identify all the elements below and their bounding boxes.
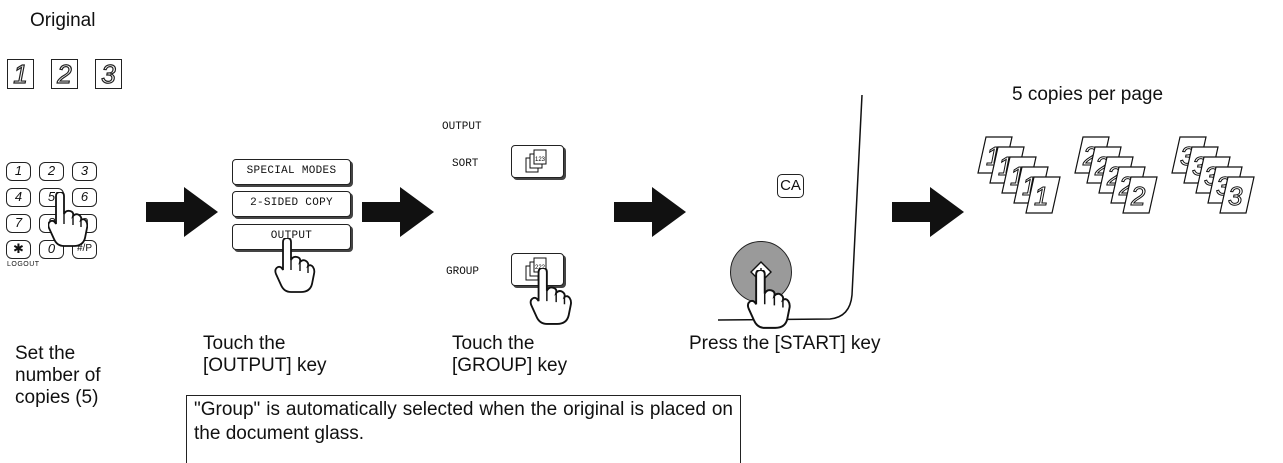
- clear-all-key[interactable]: CA: [777, 174, 804, 198]
- sort-icon: 123: [525, 149, 547, 173]
- copy-sheet: 3: [1219, 176, 1255, 214]
- special-modes-key[interactable]: SPECIAL MODES: [232, 159, 351, 185]
- copy-sheet: 1: [1025, 176, 1061, 214]
- key-1[interactable]: 1: [6, 162, 31, 181]
- hand-pointer-icon: [746, 270, 791, 329]
- hand-pointer-icon: [274, 238, 316, 293]
- control-panel-outline: [717, 95, 863, 321]
- key-6[interactable]: 6: [72, 188, 97, 207]
- key-3[interactable]: 3: [72, 162, 97, 181]
- right-arrow-icon: [892, 187, 964, 237]
- copy-sheet-number: 3: [1228, 181, 1243, 211]
- right-arrow-icon: [362, 187, 434, 237]
- key-4[interactable]: 4: [6, 188, 31, 207]
- step-4-label: Press the [START] key: [689, 333, 881, 354]
- logout-label: LOGOUT: [7, 261, 40, 268]
- copy-sheet-number: 2: [1130, 181, 1146, 211]
- key-2[interactable]: 2: [39, 162, 64, 181]
- group-label: GROUP: [446, 266, 480, 278]
- key-7[interactable]: 7: [6, 214, 31, 233]
- key-star[interactable]: ✱: [6, 240, 31, 259]
- right-arrow-icon: [614, 187, 686, 237]
- original-page-3: 3: [95, 59, 122, 89]
- step-1-label: Set the number of copies (5): [15, 343, 101, 408]
- two-sided-copy-key[interactable]: 2-SIDED COPY: [232, 191, 351, 217]
- sort-button[interactable]: 123: [511, 145, 564, 178]
- original-pages: 1 2 3: [7, 59, 122, 89]
- step-2-label: Touch the [OUTPUT] key: [203, 333, 327, 376]
- original-page-2: 2: [51, 59, 78, 89]
- right-arrow-icon: [146, 187, 218, 237]
- step-3-label: Touch the [GROUP] key: [452, 333, 568, 376]
- result-label: 5 copies per page: [1012, 84, 1164, 105]
- note-box: "Group" is automatically selected when t…: [186, 395, 741, 463]
- copy-sheet-number: 1: [1034, 181, 1048, 211]
- numeric-keypad: 1 2 3 4 5 6 7 8 9 ✱ 0 #/P LOGOUT: [6, 162, 136, 282]
- copy-sheet: 2: [1122, 176, 1158, 214]
- hand-pointer-icon: [48, 192, 88, 247]
- original-page-1: 1: [7, 59, 34, 89]
- output-panel-title: OUTPUT: [442, 121, 482, 133]
- svg-text:123: 123: [535, 157, 546, 163]
- hand-pointer-icon: [529, 268, 572, 325]
- original-title: Original: [30, 10, 96, 31]
- sort-label: SORT: [452, 158, 479, 170]
